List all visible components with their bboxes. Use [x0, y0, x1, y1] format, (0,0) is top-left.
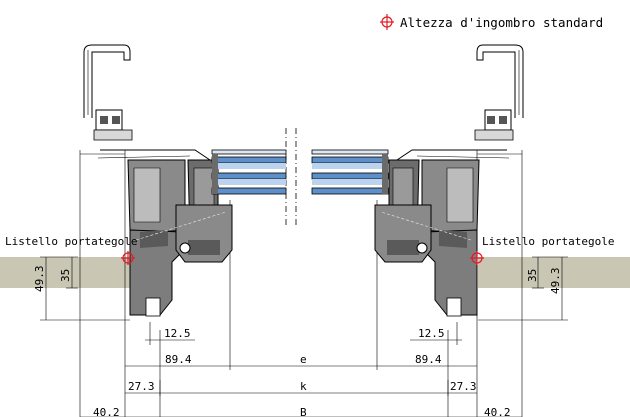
dim-e: e — [300, 353, 307, 366]
dim-e-row: 89.4 e 89.4 — [125, 353, 477, 367]
dim-left-vertical: 49.3 35 — [33, 256, 130, 321]
dim-35-left: 35 — [59, 269, 72, 282]
batten-label-right: Listello portategole — [482, 235, 614, 248]
dim-27-3-right: 27.3 — [450, 380, 477, 393]
glazing-right — [311, 149, 389, 195]
dim-12-5-left: 12.5 — [164, 327, 191, 340]
dim-49-3-left: 49.3 — [33, 266, 46, 293]
glazing-left — [211, 149, 287, 195]
dim-B: B — [300, 406, 307, 417]
dim-89-4-right: 89.4 — [415, 353, 442, 366]
legend-text: Altezza d'ingombro standard — [400, 15, 603, 30]
dim-k-row: 27.3 k 27.3 — [125, 380, 477, 396]
dim-B-row: 40.2 B 40.2 — [80, 406, 522, 417]
installation-height-marker-icon — [380, 14, 394, 30]
batten-label-left: Listello portategole — [5, 235, 137, 248]
dim-35-right: 35 — [526, 269, 539, 282]
dim-12-5-row: 12.5 12.5 — [145, 322, 462, 345]
dim-right-vertical: 35 49.3 — [478, 256, 568, 321]
dim-40-2-right: 40.2 — [484, 406, 511, 417]
roof-batten-left — [0, 257, 130, 288]
dim-49-3-right: 49.3 — [549, 268, 562, 295]
dim-k: k — [300, 380, 307, 393]
right-frame-profile — [374, 44, 524, 317]
legend: Altezza d'ingombro standard — [380, 14, 603, 30]
dim-89-4-left: 89.4 — [165, 353, 192, 366]
dim-12-5-right: 12.5 — [418, 327, 445, 340]
height-marker-left-icon — [121, 251, 135, 265]
dim-40-2-left: 40.2 — [93, 406, 120, 417]
left-frame-profile — [83, 44, 233, 317]
dim-27-3-left: 27.3 — [128, 380, 155, 393]
roof-batten-right — [478, 257, 630, 288]
height-marker-right-icon — [470, 251, 484, 265]
